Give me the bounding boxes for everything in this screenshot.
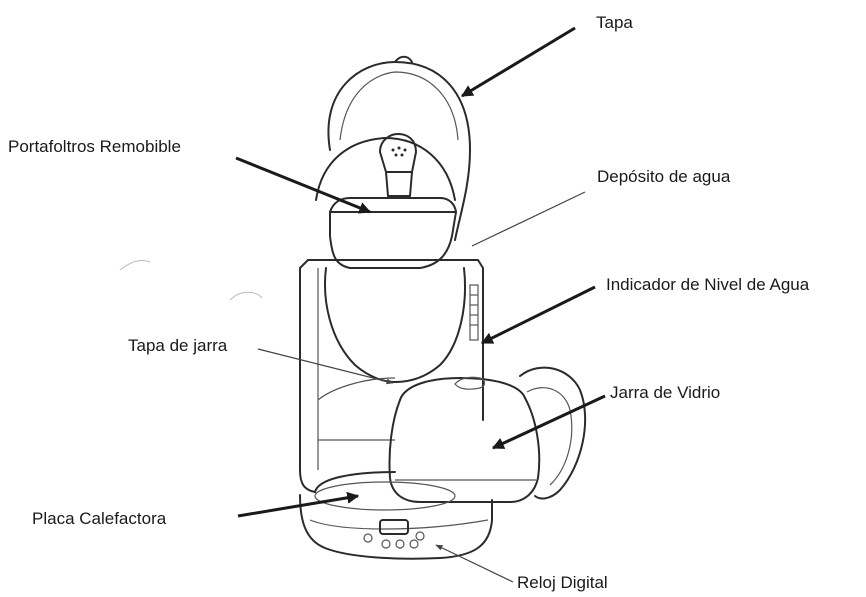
label-jarra: Jarra de Vidrio xyxy=(610,383,721,402)
leader-tapa-jarra xyxy=(257,348,394,385)
label-reloj: Reloj Digital xyxy=(517,573,608,592)
leader-jarra xyxy=(491,394,606,450)
label-placa: Placa Calefactora xyxy=(32,509,167,528)
label-tapa: Tapa xyxy=(596,13,633,32)
label-tapa-jarra: Tapa de jarra xyxy=(128,336,228,355)
lid-part xyxy=(327,55,471,241)
base-part xyxy=(299,471,493,560)
label-indicador: Indicador de Nivel de Agua xyxy=(606,275,810,294)
leader-placa xyxy=(237,491,360,518)
label-deposito: Depósito de agua xyxy=(597,167,731,186)
machine-body-part xyxy=(299,259,484,493)
leader-portafiltros xyxy=(235,156,372,214)
leader-deposito xyxy=(471,191,586,247)
leader-indicador xyxy=(480,285,596,345)
carafe-part xyxy=(388,366,587,503)
leader-reloj xyxy=(435,544,514,583)
filter-basket-part xyxy=(315,133,457,269)
label-portafiltros: Portafoltros Remobible xyxy=(8,137,181,156)
leader-tapa xyxy=(460,26,576,98)
